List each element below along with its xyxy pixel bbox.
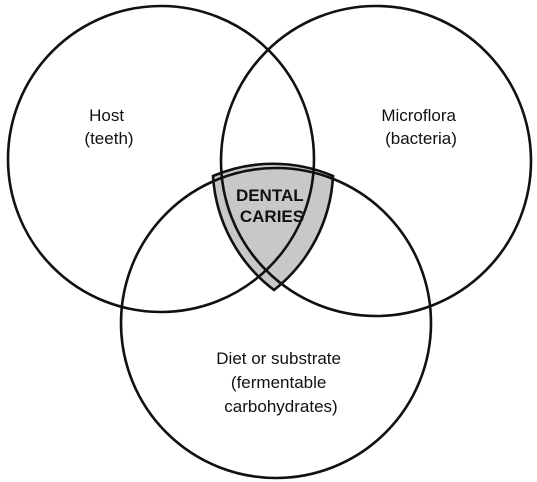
host-circle (6, 4, 316, 314)
diet-label-line-2: (fermentable (231, 373, 326, 392)
microflora-label-line-2: (bacteria) (385, 129, 457, 148)
diet-label-line-3: carbohydrates) (224, 397, 337, 416)
dental-caries-region (211, 162, 335, 292)
diet-circle (119, 166, 433, 480)
host-label: Host (teeth) (84, 106, 133, 148)
diet-label: Diet or substrate (fermentable carbohydr… (216, 349, 345, 416)
dental-caries-line-1: DENTAL (236, 186, 303, 205)
microflora-label-line-1: Microflora (381, 106, 456, 125)
host-label-line-2: (teeth) (84, 129, 133, 148)
dental-caries-label: DENTAL CARIES (236, 186, 308, 226)
diet-label-line-1: Diet or substrate (216, 349, 341, 368)
microflora-circle (219, 4, 533, 318)
host-label-line-1: Host (89, 106, 124, 125)
microflora-label: Microflora (bacteria) (381, 106, 460, 148)
dental-caries-line-2: CARIES (240, 207, 304, 226)
